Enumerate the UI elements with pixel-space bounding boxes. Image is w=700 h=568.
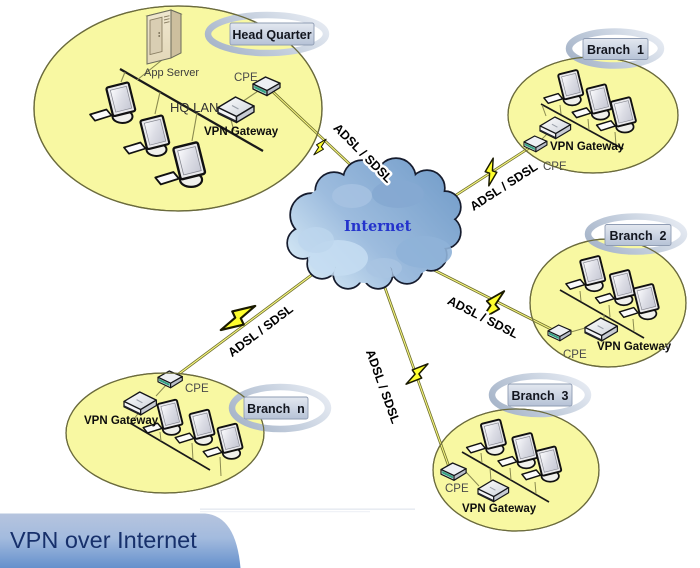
- branch2-cpe-label: CPE: [563, 349, 587, 361]
- branch1-gateway-label: VPN Gateway: [550, 141, 625, 153]
- hq-lan-label: HQ LAN: [170, 100, 218, 115]
- branchn-name: Branch n: [247, 402, 305, 416]
- lightning-icon: [405, 358, 429, 390]
- wan-links: [175, 90, 552, 468]
- banner-shape: [0, 513, 241, 568]
- branch3-connectors: [465, 452, 537, 495]
- branch1-lan-line: [540, 103, 624, 150]
- branch2-connectors: [570, 290, 635, 333]
- branch3-node-label: Branch 3: [432, 372, 600, 532]
- branch3-gateway-label: VPN Gateway: [462, 503, 537, 515]
- branch2-gateway-label: VPN Gateway: [597, 341, 672, 353]
- branch3-cpe-label: CPE: [445, 483, 469, 495]
- branch3-lan-line: [461, 451, 550, 503]
- branch2-lan-line: [559, 289, 645, 339]
- link-branch3-label: ADSL / SDSL: [363, 348, 403, 426]
- app-server-label: App Server: [144, 67, 199, 79]
- branchn-node-label: Branch n: [65, 372, 332, 494]
- app-server-icon[interactable]: [146, 9, 182, 65]
- site-hq: App Server HQ LAN VPN Gateway CPE Head Q…: [33, 5, 330, 212]
- site-branch1: VPN Gateway CPE Branch 1: [507, 28, 679, 174]
- branch2-node-label: Branch 2: [529, 213, 688, 368]
- site-branchn: VPN Gateway CPE Branch n: [65, 370, 332, 494]
- branchn-cpe-label: CPE: [185, 383, 209, 395]
- hq-cpe-label: CPE: [234, 72, 258, 84]
- branchn-lan-line: [129, 422, 211, 471]
- branch1-name: Branch 1: [587, 43, 644, 57]
- link-branch1: [449, 146, 530, 201]
- link-branch1-label: ADSL / SDSL: [467, 159, 540, 213]
- page-title: VPN over Internet: [10, 527, 197, 553]
- title-banner: VPN over Internet: [0, 508, 415, 568]
- branch1-node-label: Branch 1: [507, 28, 679, 174]
- hq-node-label: Head Quarter: [33, 5, 330, 212]
- site-blobs: [33, 5, 687, 532]
- hq-lan-line: [119, 68, 264, 152]
- site-branch2: VPN Gateway CPE Branch 2: [529, 213, 688, 368]
- hq-ellipse-outline: [33, 5, 323, 212]
- branchn-ellipse-outline: [65, 372, 265, 494]
- hq-name: Head Quarter: [232, 28, 311, 42]
- banner-accent-line-1: [200, 508, 415, 510]
- site-branch3: VPN Gateway CPE Branch 3: [432, 372, 600, 532]
- branch3-ellipse-outline: [432, 408, 600, 532]
- internet-label: Internet: [344, 218, 412, 235]
- branchn-gateway-label: VPN Gateway: [84, 415, 159, 427]
- hq-gateway-label: VPN Gateway: [204, 126, 279, 138]
- internet-cloud[interactable]: Internet: [286, 157, 462, 290]
- cloud-inner-bumps: [298, 180, 452, 278]
- link-branch3: [382, 284, 451, 468]
- banner-accent-line-2: [200, 511, 370, 513]
- branch3-name: Branch 3: [512, 389, 569, 403]
- link-branch2-label: ADSL / SDSL: [445, 294, 521, 342]
- link-branchn: [175, 269, 318, 378]
- lightning-icon: [313, 136, 327, 158]
- link-branch2: [431, 267, 552, 331]
- branch2-name: Branch 2: [610, 229, 667, 243]
